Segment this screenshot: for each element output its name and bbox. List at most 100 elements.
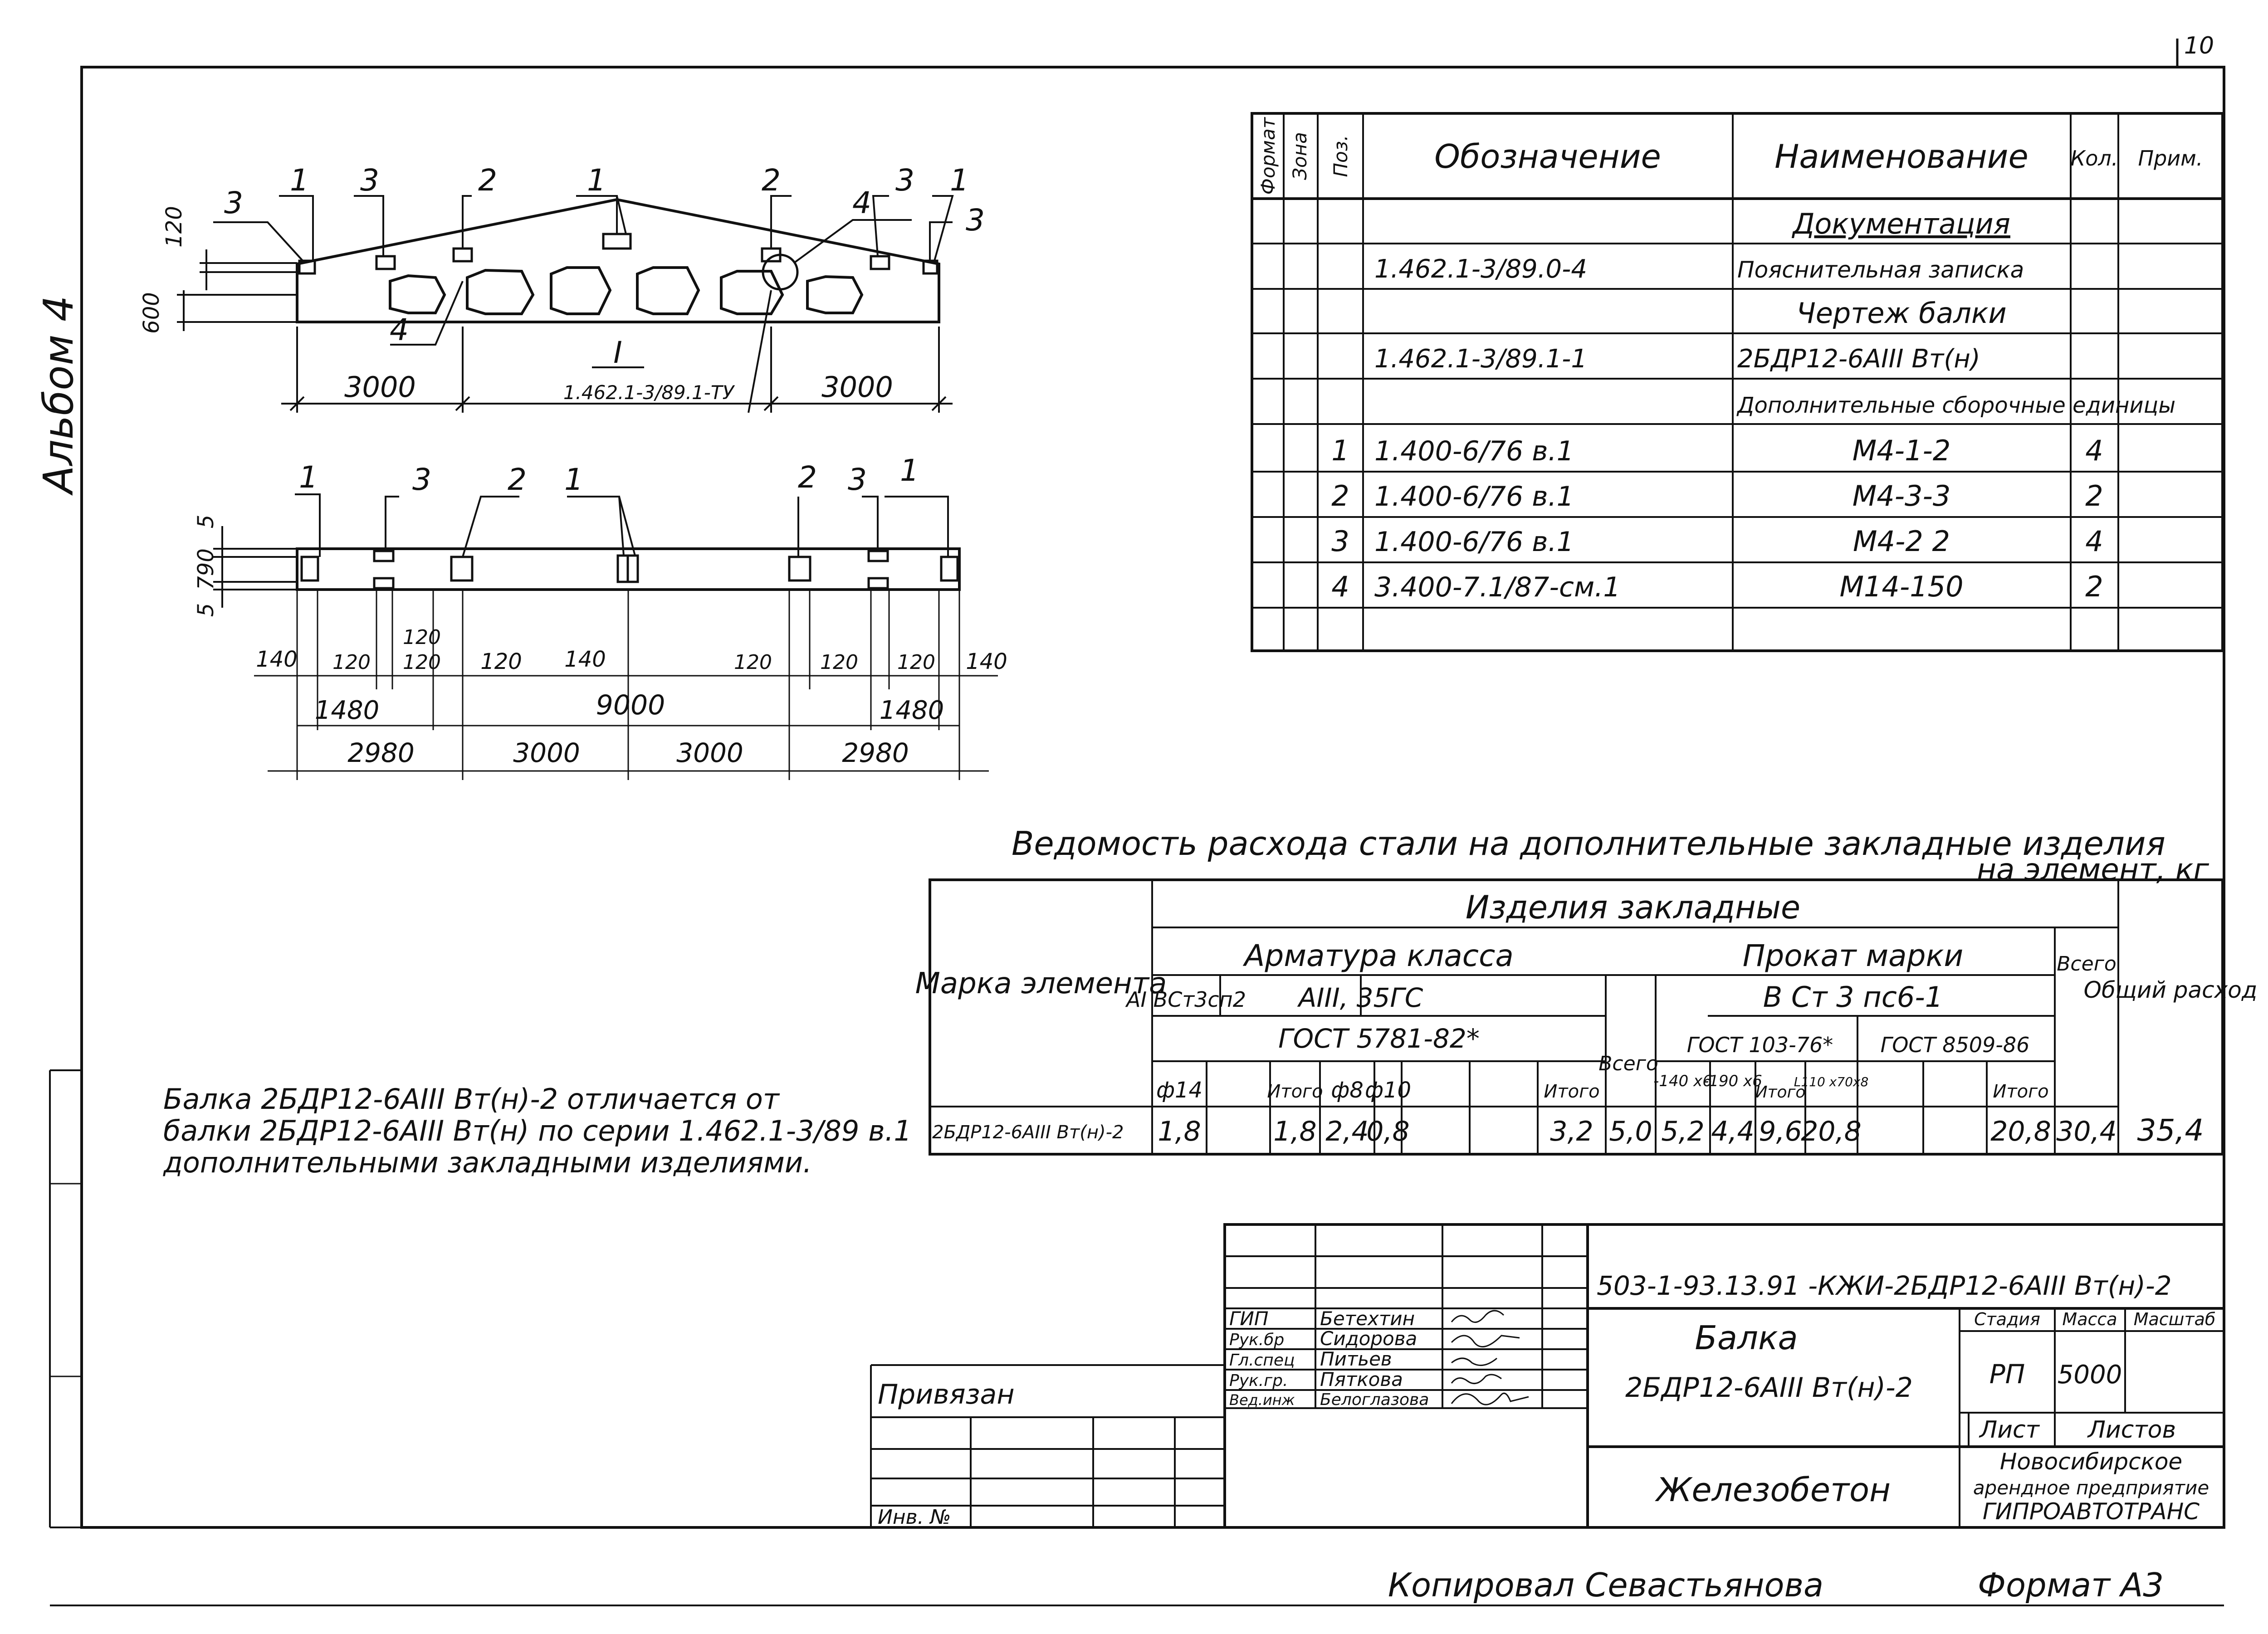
product-title: Балка — [1695, 1319, 1798, 1357]
callout: 3 — [412, 462, 431, 497]
drawing-note: Балка 2БДР12-6АIII Вт(н)-2 отличается от… — [163, 1083, 912, 1179]
spec-cell-name: 2БДР12-6АIII Вт(н) — [1737, 344, 1980, 374]
h-rolled-steel: В Ст 3 пс6-1 — [1763, 980, 1943, 1014]
row-value: 9,6 — [1759, 1116, 1802, 1147]
callout: 3 — [224, 185, 243, 220]
h-total-overall-rolled: Всего — [2057, 952, 2116, 976]
spec-header-designation: Обозначение — [1434, 137, 1661, 176]
row-value: 2,4 — [1325, 1116, 1369, 1147]
callout: 1 — [564, 462, 583, 497]
dim-1480-left: 1480 — [315, 696, 380, 725]
spec-cell-designation: 3.400-7.1/87-см.1 — [1374, 571, 1621, 603]
spec-cell-pos: 2 — [1331, 479, 1349, 512]
inv-label: Инв. № — [878, 1506, 951, 1529]
album-label: Альбом 4 — [35, 296, 83, 496]
format-label: Формат А3 — [1978, 1566, 2164, 1604]
spec-cell-designation: 1.400-6/76 в.1 — [1374, 481, 1574, 512]
dim-120: 120 — [161, 206, 187, 248]
callout: 1 — [950, 163, 969, 198]
dim-spacing: 120 — [820, 651, 858, 674]
callout: 3 — [895, 163, 914, 198]
plan-left-dims — [213, 526, 297, 608]
spec-cell-qty: 4 — [2085, 434, 2103, 467]
row-value: 0,8 — [1366, 1116, 1409, 1147]
beam-openings — [389, 266, 864, 315]
row-value: 35,4 — [2137, 1113, 2204, 1148]
spec-header-name: Наименование — [1774, 137, 2028, 176]
sub-col: -190 х6 — [1703, 1072, 1762, 1090]
role: Рук.бр — [1229, 1331, 1284, 1349]
role: Гл.спец — [1229, 1351, 1295, 1370]
sheet-frame — [49, 39, 2225, 1606]
h-scale: Масштаб — [2134, 1309, 2216, 1329]
spec-cell-qty: 2 — [2085, 570, 2103, 603]
spec-cell-qty: 4 — [2085, 525, 2103, 558]
h-rebar-a3: AIII, 35ГС — [1297, 982, 1423, 1013]
spec-cell-name: М4-1-2 — [1853, 434, 1951, 467]
plan-leaders — [295, 493, 949, 557]
dim-1480-right: 1480 — [880, 696, 944, 725]
person-name: Белоглазова — [1320, 1390, 1429, 1409]
dim-plan-left: 790 — [193, 548, 219, 590]
callout: 3 — [848, 462, 867, 497]
h-embedded: Изделия закладные — [1466, 889, 1800, 926]
spec-cell-name: М14-150 — [1839, 570, 1963, 603]
row-value: 20,8 — [1990, 1116, 2051, 1147]
sub-col: ф14 — [1156, 1078, 1202, 1103]
h-stage: Стадия — [1974, 1309, 2040, 1329]
h-rolled: Прокат марки — [1743, 938, 1964, 973]
signatures — [1451, 1310, 1529, 1405]
spec-cell-name: Чертеж балки — [1796, 297, 2006, 330]
dim-spacing: 140 — [564, 647, 606, 672]
steel-table: Ведомость расхода стали на дополнительны… — [915, 824, 2257, 1156]
sub-col: Итого — [1544, 1081, 1599, 1102]
dim-spacing: 140 — [256, 647, 298, 672]
callout: 2 — [798, 460, 817, 495]
doc-code: 503-1-93.13.91 -КЖИ-2БДР12-6АIII Вт(н)-2 — [1597, 1270, 2172, 1301]
dim-spacing: 120 — [734, 651, 772, 674]
h-rebar-gost: ГОСТ 5781-82* — [1278, 1023, 1480, 1054]
row-value: 3,2 — [1550, 1116, 1593, 1147]
h-mass: Масса — [2062, 1309, 2117, 1329]
row-value: 4,4 — [1711, 1116, 1754, 1147]
dim-plan-left: 5 — [193, 515, 219, 529]
dim-spacing: 120 — [403, 626, 441, 649]
sub-col: Итого — [1755, 1083, 1806, 1102]
section-mark: I — [613, 335, 622, 370]
callout: 4 — [852, 185, 871, 220]
steel-table-subtitle: на элемент, кг — [1977, 852, 2209, 887]
row-value: 5,2 — [1661, 1116, 1704, 1147]
row-value: 30,4 — [2056, 1116, 2117, 1147]
row-mark: 2БДР12-6АIII Вт(н)-2 — [932, 1122, 1124, 1143]
spec-cell-designation: 1.400-6/76 в.1 — [1374, 526, 1574, 558]
person-name: Пяткова — [1320, 1368, 1403, 1390]
row-value: 1,8 — [1158, 1116, 1201, 1147]
spec-cell-name: Документация — [1791, 207, 2010, 240]
material: Железобетон — [1655, 1471, 1891, 1509]
beam-top-view: 1 3 2 1 2 3 1 5 790 5 — [193, 453, 1007, 780]
dim-plan-left: 5 — [193, 603, 219, 617]
dim-spacing: 140 — [966, 649, 1007, 674]
stage-value: РП — [1989, 1359, 2025, 1390]
spec-header-pos: Поз. — [1330, 135, 1352, 177]
side-height-dims — [177, 249, 297, 331]
callout: 1 — [587, 163, 606, 198]
dim-9000: 9000 — [596, 689, 665, 721]
product-mark: 2БДР12-6АIII Вт(н)-2 — [1625, 1372, 1913, 1404]
h-total-embedded: Всего — [1598, 1052, 1658, 1075]
person-name: Бетехтин — [1320, 1307, 1415, 1330]
sub-col: -140 х6 — [1653, 1072, 1712, 1090]
callout: 1 — [900, 453, 919, 488]
h-gost8509: ГОСТ 8509-86 — [1881, 1033, 2030, 1057]
callout: 4 — [390, 312, 409, 347]
callout: 2 — [508, 462, 527, 497]
detail-circle — [762, 254, 799, 291]
dim-bottom: 2980 — [842, 737, 909, 768]
sub-col: ф8 — [1331, 1078, 1364, 1103]
person-name: Питьев — [1320, 1348, 1392, 1370]
callout: 3 — [360, 163, 379, 198]
mass-value: 5000 — [2058, 1360, 2122, 1390]
dim-spacing: 120 — [897, 651, 935, 674]
